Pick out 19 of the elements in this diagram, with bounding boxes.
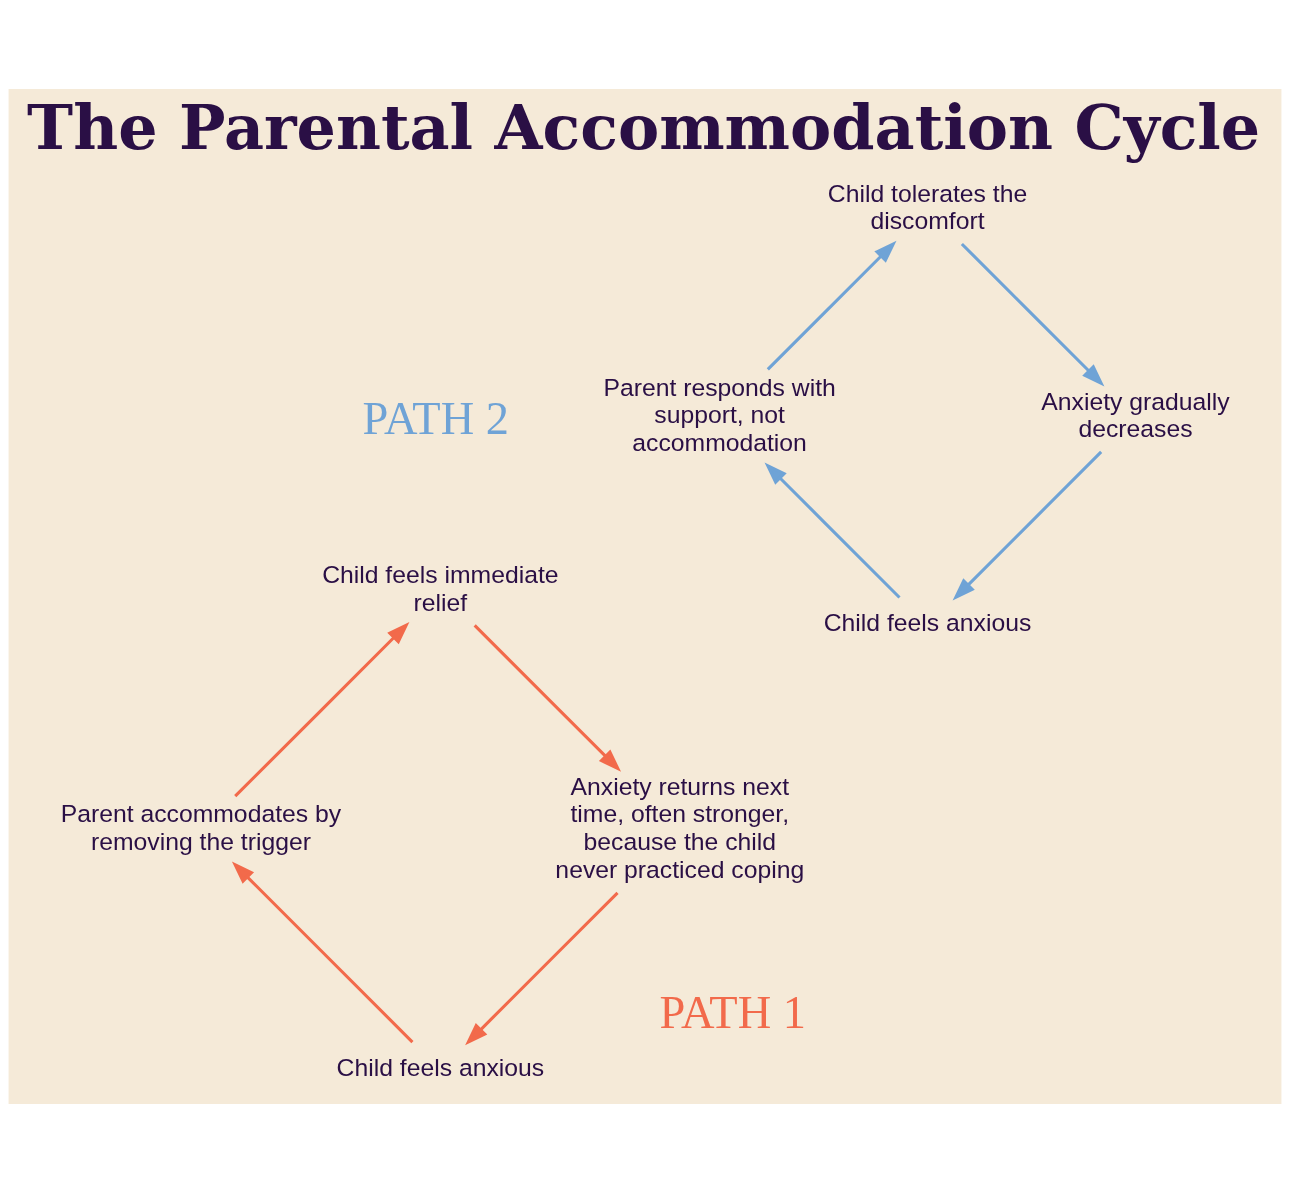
arrow [465,891,619,1045]
arrow [766,240,897,370]
diagram-title: The Parental Accommodation Cycle [27,90,1261,164]
node-text: Child tolerates the discomfort [827,179,1028,234]
node-text: Anxiety gradually decreases [1041,387,1230,442]
label: PATH 2 [362,392,509,444]
label: PATH 1 [659,986,806,1038]
arrow [231,861,414,1043]
arrow [952,450,1103,600]
node-text: Child feels anxious [336,1053,545,1081]
arrow [234,621,410,797]
arrow [960,242,1105,386]
node-text: Child feels anxious [823,608,1032,636]
arrow [473,623,622,772]
arrow [764,462,901,599]
node-text: Child feels immediate relief [322,560,559,616]
node-text: Parent responds with support, not accommodation [603,373,836,456]
node-text: Anxiety returns next time, often stronger, because the child never practiced coping [555,772,805,883]
node-text: Parent accommodates by removing the trigger [60,799,342,855]
